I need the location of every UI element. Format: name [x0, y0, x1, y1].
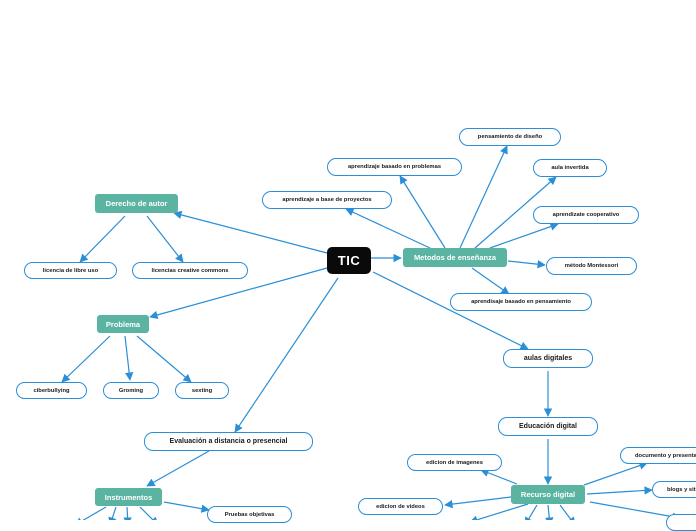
- edge-evaluacion-instrumentos: [146, 450, 210, 487]
- leaf-ciberbullying[interactable]: ciberbullying: [16, 382, 87, 399]
- edge-instrumentos-extra3: [123, 506, 132, 520]
- leaf-blogs-y-sitios-web[interactable]: blogs y sitios web: [652, 481, 696, 498]
- edge-instrumentos-extra4: [139, 506, 159, 520]
- edge-root-derecho: [173, 210, 328, 254]
- leaf-aprendizaje-base-proyectos[interactable]: aprendizaje a base de proyectos: [262, 191, 392, 209]
- edge-recurso-imagenes: [480, 468, 518, 485]
- edge-problema-groming: [124, 335, 134, 381]
- topic-recurso-digital[interactable]: Recurso digital: [511, 485, 585, 504]
- edge-derecho-cc: [146, 215, 184, 263]
- edge-recurso-extra2: [469, 503, 529, 520]
- leaf-aprendizate-cooperativo[interactable]: aprendizate cooperativo: [533, 206, 639, 224]
- edge-instrumentos-pruebas: [163, 501, 210, 513]
- leaf-metodo-montessori[interactable]: método Montessori: [546, 257, 637, 275]
- edge-instrumentos-extra2: [108, 506, 117, 520]
- edge-metodos-diseno: [459, 145, 508, 249]
- edge-recurso-blogs: [586, 486, 653, 495]
- root-node[interactable]: TIC: [327, 247, 371, 274]
- leaf-aprendisaje-basado-pensamiento[interactable]: aprendisaje basado en pensamiento: [450, 293, 592, 311]
- edge-recurso-extra5: [559, 504, 576, 520]
- edge-metodos-pensamiento: [471, 267, 510, 295]
- node-aulas-digitales[interactable]: aulas digitales: [503, 349, 593, 368]
- leaf-licencia-libre-uso[interactable]: licencia de libre uso: [24, 262, 117, 279]
- leaf-documento-y-presentaciones[interactable]: documento y presentaciones: [620, 447, 696, 464]
- leaf-aprendizaje-basado-problemas[interactable]: aprendizaje basado en problemas: [327, 158, 462, 176]
- edge-metodos-invertida: [474, 176, 557, 249]
- edge-root-problema: [149, 267, 328, 320]
- leaf-groming[interactable]: Groming: [103, 382, 159, 399]
- edge-recurso-extra1: [589, 501, 681, 520]
- edge-metodos-proyectos: [345, 208, 431, 249]
- topic-instrumentos[interactable]: Instrumentos: [95, 488, 162, 506]
- leaf-aula-invertida[interactable]: aula invertida: [533, 159, 607, 177]
- leaf-edicion-de-videos[interactable]: edicion de videos: [358, 498, 443, 515]
- edge-problema-sexting: [136, 335, 192, 383]
- edge-root-aulas: [372, 271, 529, 350]
- edge-recurso-documento: [583, 461, 648, 486]
- edge-instrumentos-extra1: [74, 506, 107, 520]
- edge-problema-ciber: [61, 335, 111, 383]
- node-evaluacion-a-distancia[interactable]: Evaluación a distancia o presencial: [144, 432, 313, 451]
- edge-recurso-extra3: [524, 504, 538, 520]
- leaf-pruebas-objetivas[interactable]: Pruebas objetivas: [207, 506, 292, 523]
- edge-derecho-libre: [79, 215, 126, 263]
- topic-metodos-de-ensenanza[interactable]: Metodos de enseñanza: [403, 248, 507, 267]
- edge-recurso-extra4: [545, 504, 554, 520]
- leaf-pensamiento-de-diseno[interactable]: pensamiento de diseño: [459, 128, 561, 146]
- leaf-recurso-partial[interactable]: [666, 514, 696, 531]
- edge-root-evaluacion: [234, 277, 339, 433]
- leaf-licencias-creative-commons[interactable]: licencias creative commons: [132, 262, 248, 279]
- node-educacion-digital[interactable]: Educación digital: [498, 417, 598, 436]
- edge-metodos-montessori: [507, 260, 546, 269]
- edge-metodos-cooperativo: [489, 222, 559, 249]
- topic-derecho-de-autor[interactable]: Derecho de autor: [95, 194, 178, 213]
- topic-problema[interactable]: Problema: [97, 315, 149, 333]
- connector-layer: [61, 145, 681, 520]
- edge-recurso-videos: [444, 496, 512, 509]
- leaf-sexting[interactable]: sexting: [175, 382, 229, 399]
- leaf-edicion-de-imagenes[interactable]: edicion de imagenes: [407, 454, 502, 471]
- edge-metodos-problemas: [399, 175, 446, 249]
